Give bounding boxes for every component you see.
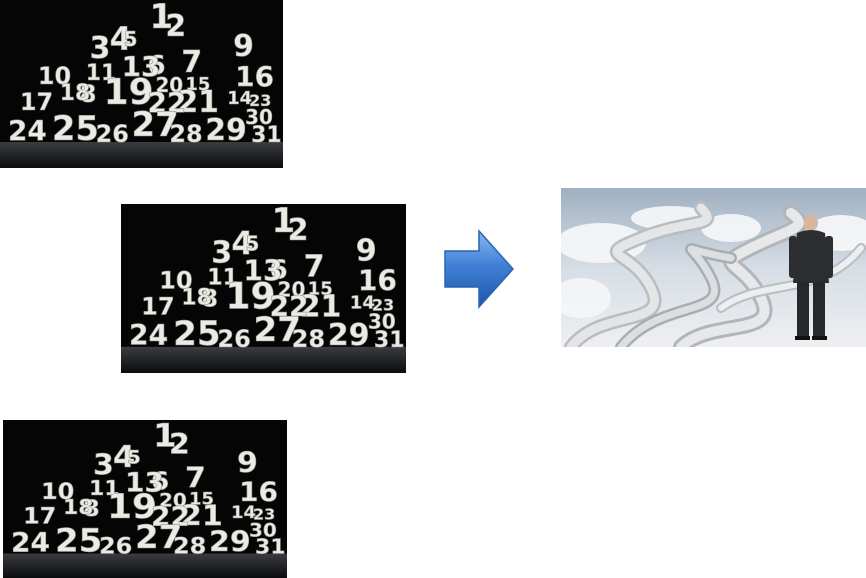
calendar-number: 15 bbox=[189, 490, 214, 509]
calendar-number: 8 bbox=[80, 80, 97, 108]
calendar-number: 22 bbox=[270, 291, 309, 324]
right-arrow-icon bbox=[444, 229, 515, 309]
calendar-number: 17 bbox=[23, 503, 56, 529]
calendar-number: 2 bbox=[169, 428, 190, 461]
calendar-number: 26 bbox=[99, 533, 132, 559]
calendar-number: 14 bbox=[231, 503, 256, 522]
calendar-number: 28 bbox=[292, 325, 326, 353]
calendar-number: 1 bbox=[272, 204, 296, 241]
calendar-number: 22 bbox=[147, 86, 186, 119]
calendar-number: 24 bbox=[129, 319, 168, 352]
calendar-number: 11 bbox=[89, 477, 120, 501]
crossroads-decision-image bbox=[561, 188, 866, 347]
calendar-number: 4 bbox=[231, 224, 253, 262]
calendar-number: 25 bbox=[173, 314, 220, 354]
calendar-number: 20 bbox=[155, 73, 183, 97]
calendar-number: 19 bbox=[107, 488, 157, 527]
calendar-number: 6 bbox=[147, 51, 165, 81]
calendar-number: 15 bbox=[185, 74, 210, 95]
calendar-number: 10 bbox=[41, 479, 74, 505]
calendar-number: 3 bbox=[211, 235, 232, 270]
calendar-number: 26 bbox=[217, 325, 251, 353]
calendar-number: 17 bbox=[20, 88, 53, 116]
calendar-number: 11 bbox=[86, 61, 117, 86]
calendar-number: 19 bbox=[104, 72, 154, 113]
calendar-number: 7 bbox=[181, 45, 202, 80]
calendar-number: 17 bbox=[141, 293, 175, 321]
calendar-number: 14 bbox=[227, 88, 252, 109]
calendar-number: 7 bbox=[304, 249, 325, 284]
calendar-number: 9 bbox=[356, 233, 377, 268]
calendar-number: 13 bbox=[243, 254, 282, 287]
calendar-number: 2 bbox=[165, 9, 186, 44]
calendar-number: 30 bbox=[249, 519, 277, 541]
businessman-figure bbox=[789, 215, 833, 340]
calendar-number: 30 bbox=[368, 310, 396, 334]
calendar-number: 29 bbox=[328, 318, 370, 353]
calendar-number: 24 bbox=[8, 114, 47, 147]
calendar-number: 15 bbox=[308, 279, 333, 300]
calendar-number: 23 bbox=[253, 506, 275, 523]
calendar-number: 31 bbox=[251, 123, 282, 148]
calendar-number: 13 bbox=[125, 468, 164, 498]
calendar-number: 20 bbox=[278, 278, 306, 302]
calendar-number: 11 bbox=[207, 264, 238, 290]
calendar-number: 5 bbox=[245, 231, 259, 255]
calendar-number: 16 bbox=[239, 478, 278, 508]
calendar-number: 13 bbox=[122, 50, 161, 83]
calendar-number: 10 bbox=[159, 266, 193, 294]
calendar-number: 9 bbox=[233, 29, 254, 64]
calendar-number: 25 bbox=[55, 522, 102, 560]
calendar-number: 21 bbox=[181, 499, 223, 532]
calendar-number: 31 bbox=[374, 327, 405, 353]
calendar-number: 3 bbox=[90, 31, 111, 66]
calendar-number: 23 bbox=[372, 296, 394, 315]
calendar-number: 27 bbox=[253, 310, 300, 350]
calendar-number: 19 bbox=[225, 275, 275, 318]
calendar-number: 9 bbox=[237, 447, 258, 480]
calendar-number: 1 bbox=[153, 420, 177, 454]
calendar-number: 6 bbox=[270, 255, 288, 285]
calendar-number: 8 bbox=[83, 496, 100, 522]
calendar-number: 6 bbox=[151, 467, 169, 495]
calendar-number: 2 bbox=[288, 213, 309, 248]
calendar-number: 29 bbox=[209, 526, 251, 559]
calendar-number: 3 bbox=[93, 448, 114, 481]
calendar-number: 29 bbox=[205, 113, 247, 148]
calendar-number: 21 bbox=[177, 85, 219, 120]
calendar-number: 23 bbox=[249, 91, 271, 110]
calendar-number: 30 bbox=[245, 105, 273, 129]
calendar-number: 27 bbox=[135, 518, 182, 556]
calendar-number: 24 bbox=[11, 528, 50, 558]
calendar-number: 28 bbox=[169, 120, 202, 148]
calendar-number: 1 bbox=[149, 0, 173, 37]
calendar-number: 8 bbox=[201, 285, 218, 313]
calendar-number: 10 bbox=[38, 62, 71, 90]
calendar-number: 14 bbox=[350, 293, 375, 314]
calendar-number: 21 bbox=[300, 290, 342, 325]
calendar-number: 4 bbox=[113, 440, 135, 475]
calendar-number: 16 bbox=[235, 60, 274, 93]
calendar-number: 22 bbox=[151, 502, 190, 532]
calendar-number: 31 bbox=[255, 535, 286, 559]
calendar-number: 5 bbox=[127, 446, 141, 468]
calendar-number: 18 bbox=[181, 285, 212, 311]
calendar-number: 18 bbox=[60, 81, 91, 106]
calendar-number: 4 bbox=[110, 20, 132, 58]
calendar-number: 27 bbox=[132, 105, 179, 145]
calendar-number: 26 bbox=[96, 120, 129, 148]
calendar-number: 7 bbox=[185, 462, 206, 495]
calendar-number: 16 bbox=[358, 264, 397, 297]
calendar-number: 5 bbox=[124, 27, 138, 51]
calendar-number: 25 bbox=[52, 109, 99, 149]
calendar-number: 18 bbox=[63, 496, 94, 520]
calendar-number: 28 bbox=[173, 533, 206, 559]
calendar-number: 20 bbox=[159, 489, 187, 511]
